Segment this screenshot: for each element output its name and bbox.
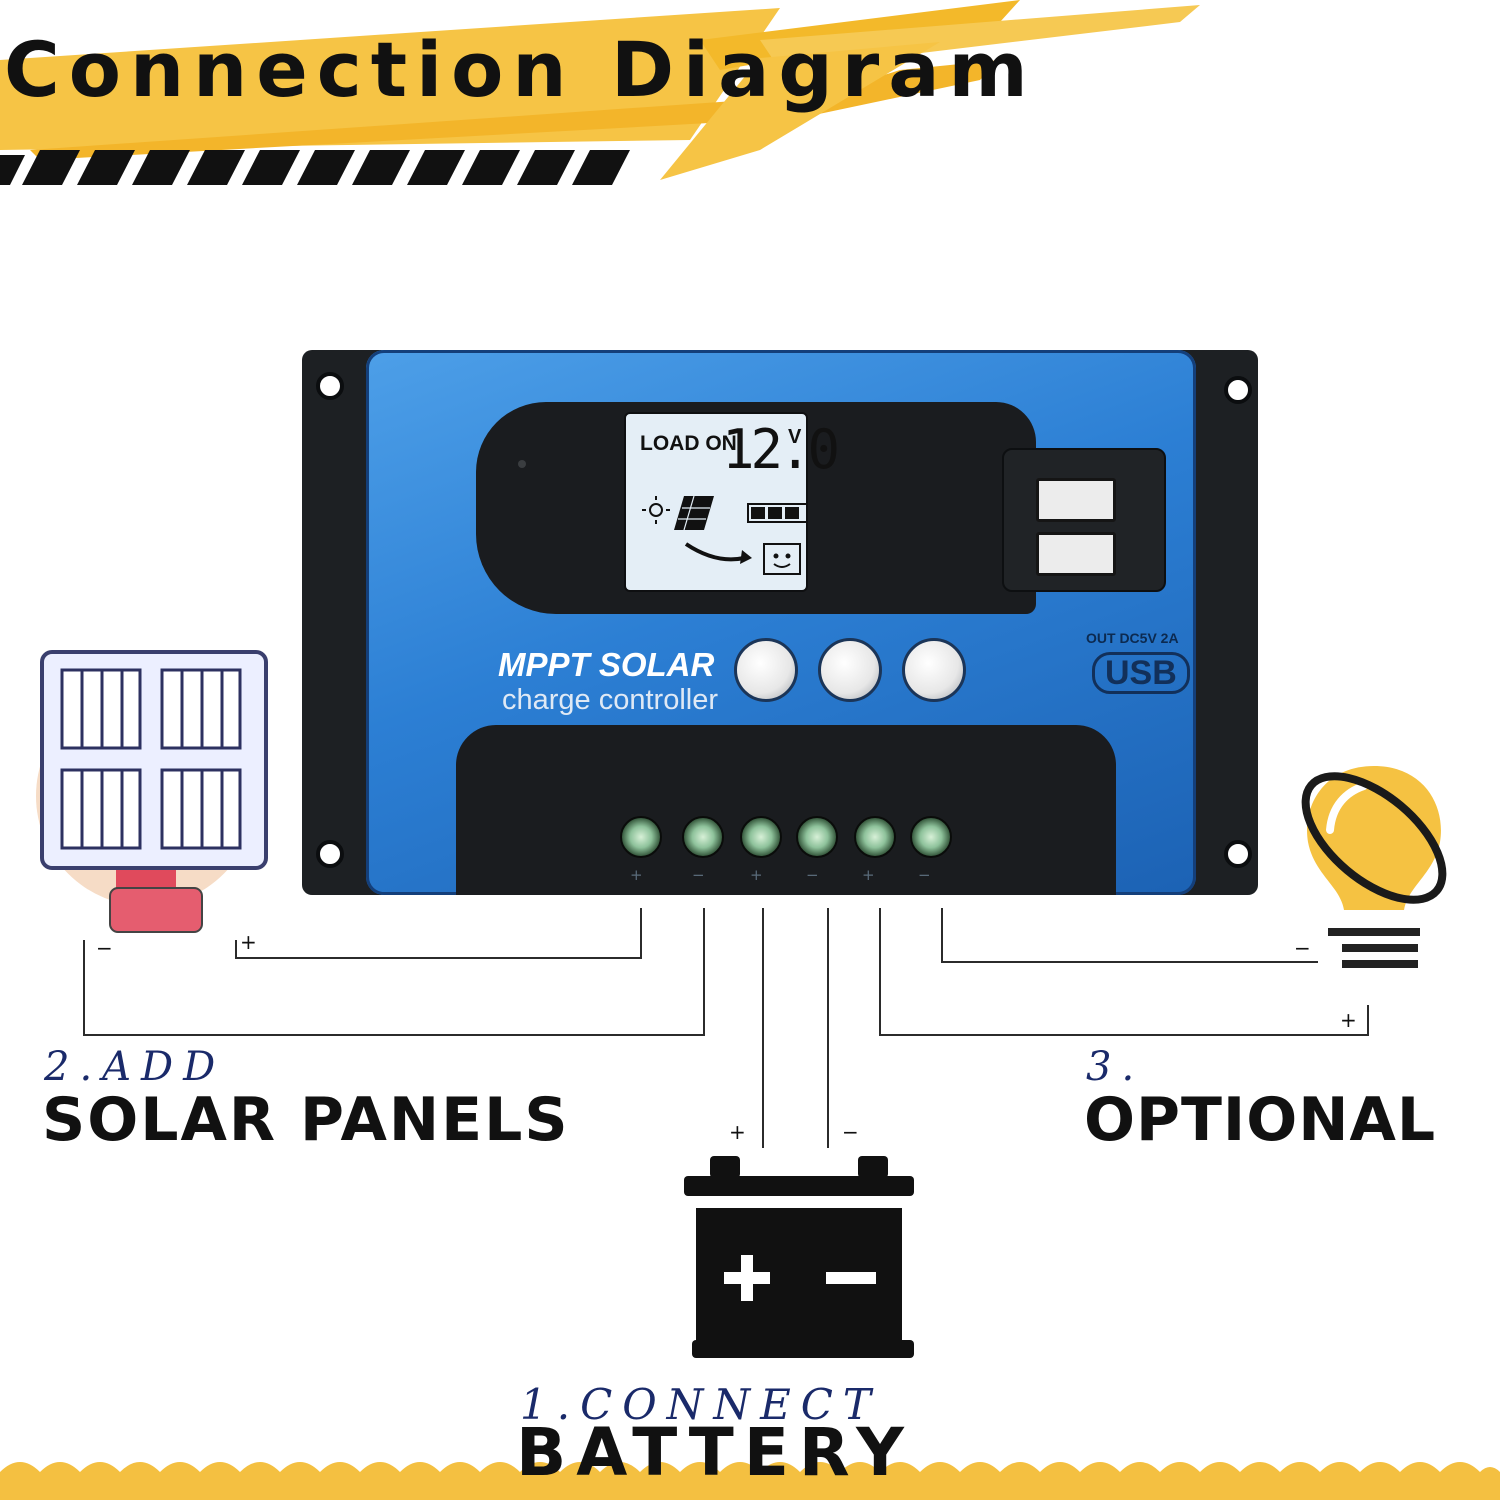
lcd-reading: 12.0 [722, 418, 840, 481]
step-2-number: 2.ADD [44, 1044, 226, 1090]
step-3-number: 3. [1086, 1044, 1145, 1090]
brand-line-2: charge controller [502, 684, 718, 716]
usb-port-icon[interactable] [1036, 478, 1116, 522]
solar-panel-icon [36, 650, 268, 933]
terminal-mark: − [692, 866, 705, 884]
terminal-solar-minus[interactable] [682, 816, 724, 858]
terminal-mark: + [862, 866, 875, 884]
indicator-led [518, 460, 526, 468]
terminal-panel [456, 725, 1116, 895]
terminal-mark: − [806, 866, 819, 884]
battery-icon [684, 1156, 914, 1358]
menu-button[interactable] [734, 638, 798, 702]
sun-icon [642, 496, 670, 524]
down-button[interactable] [902, 638, 966, 702]
up-button[interactable] [818, 638, 882, 702]
terminal-mark: + [630, 866, 643, 884]
load-minus-mark: − [1294, 936, 1311, 960]
battery-plus-mark: + [729, 1120, 746, 1144]
brand-line-1: MPPT SOLAR [498, 646, 715, 683]
step-1-title: BATTERY [516, 1414, 914, 1491]
lcd-status-icons [642, 495, 806, 575]
lcd-status: LOAD ON [640, 432, 737, 455]
header-decoration [0, 0, 1200, 185]
terminal-battery-minus[interactable] [796, 816, 838, 858]
terminal-solar-plus[interactable] [620, 816, 662, 858]
terminal-mark: + [750, 866, 763, 884]
step-3-title: OPTIONAL [1084, 1085, 1437, 1155]
mounting-hole [316, 372, 344, 400]
usb-logo: USB [1092, 652, 1190, 694]
solar-minus-mark: − [96, 936, 113, 960]
battery-minus-mark: − [842, 1120, 859, 1144]
lcd-display: LOAD ON 12.0 V [624, 412, 840, 592]
solar-panel-icon [674, 495, 714, 531]
usb-port-icon[interactable] [1036, 532, 1116, 576]
battery-face-icon [763, 543, 801, 575]
step-2-title: SOLAR PANELS [42, 1085, 570, 1155]
battery-bars [751, 507, 799, 519]
flow-arrow [684, 542, 745, 562]
terminal-mark: − [918, 866, 931, 884]
mounting-hole [1224, 376, 1252, 404]
usb-output-label: OUT DC5V 2A [1086, 630, 1179, 646]
footer-decoration [0, 1462, 1500, 1500]
terminal-battery-plus[interactable] [740, 816, 782, 858]
light-bulb-icon [1301, 766, 1447, 968]
lcd-unit: V [788, 426, 802, 448]
usb-bay [1002, 448, 1166, 592]
page-title: Connection Diagram [4, 25, 1037, 114]
terminal-load-minus[interactable] [910, 816, 952, 858]
mounting-hole [1224, 840, 1252, 868]
charge-controller: LOAD ON 12.0 V [302, 350, 1258, 895]
battery-level-icon [747, 503, 806, 523]
step-1-number: 1.CONNECT [520, 1380, 881, 1429]
controller-body: LOAD ON 12.0 V [366, 350, 1196, 895]
solar-plus-mark: + [240, 930, 257, 954]
mounting-hole [316, 840, 344, 868]
load-plus-mark: + [1340, 1008, 1357, 1032]
terminal-load-plus[interactable] [854, 816, 896, 858]
